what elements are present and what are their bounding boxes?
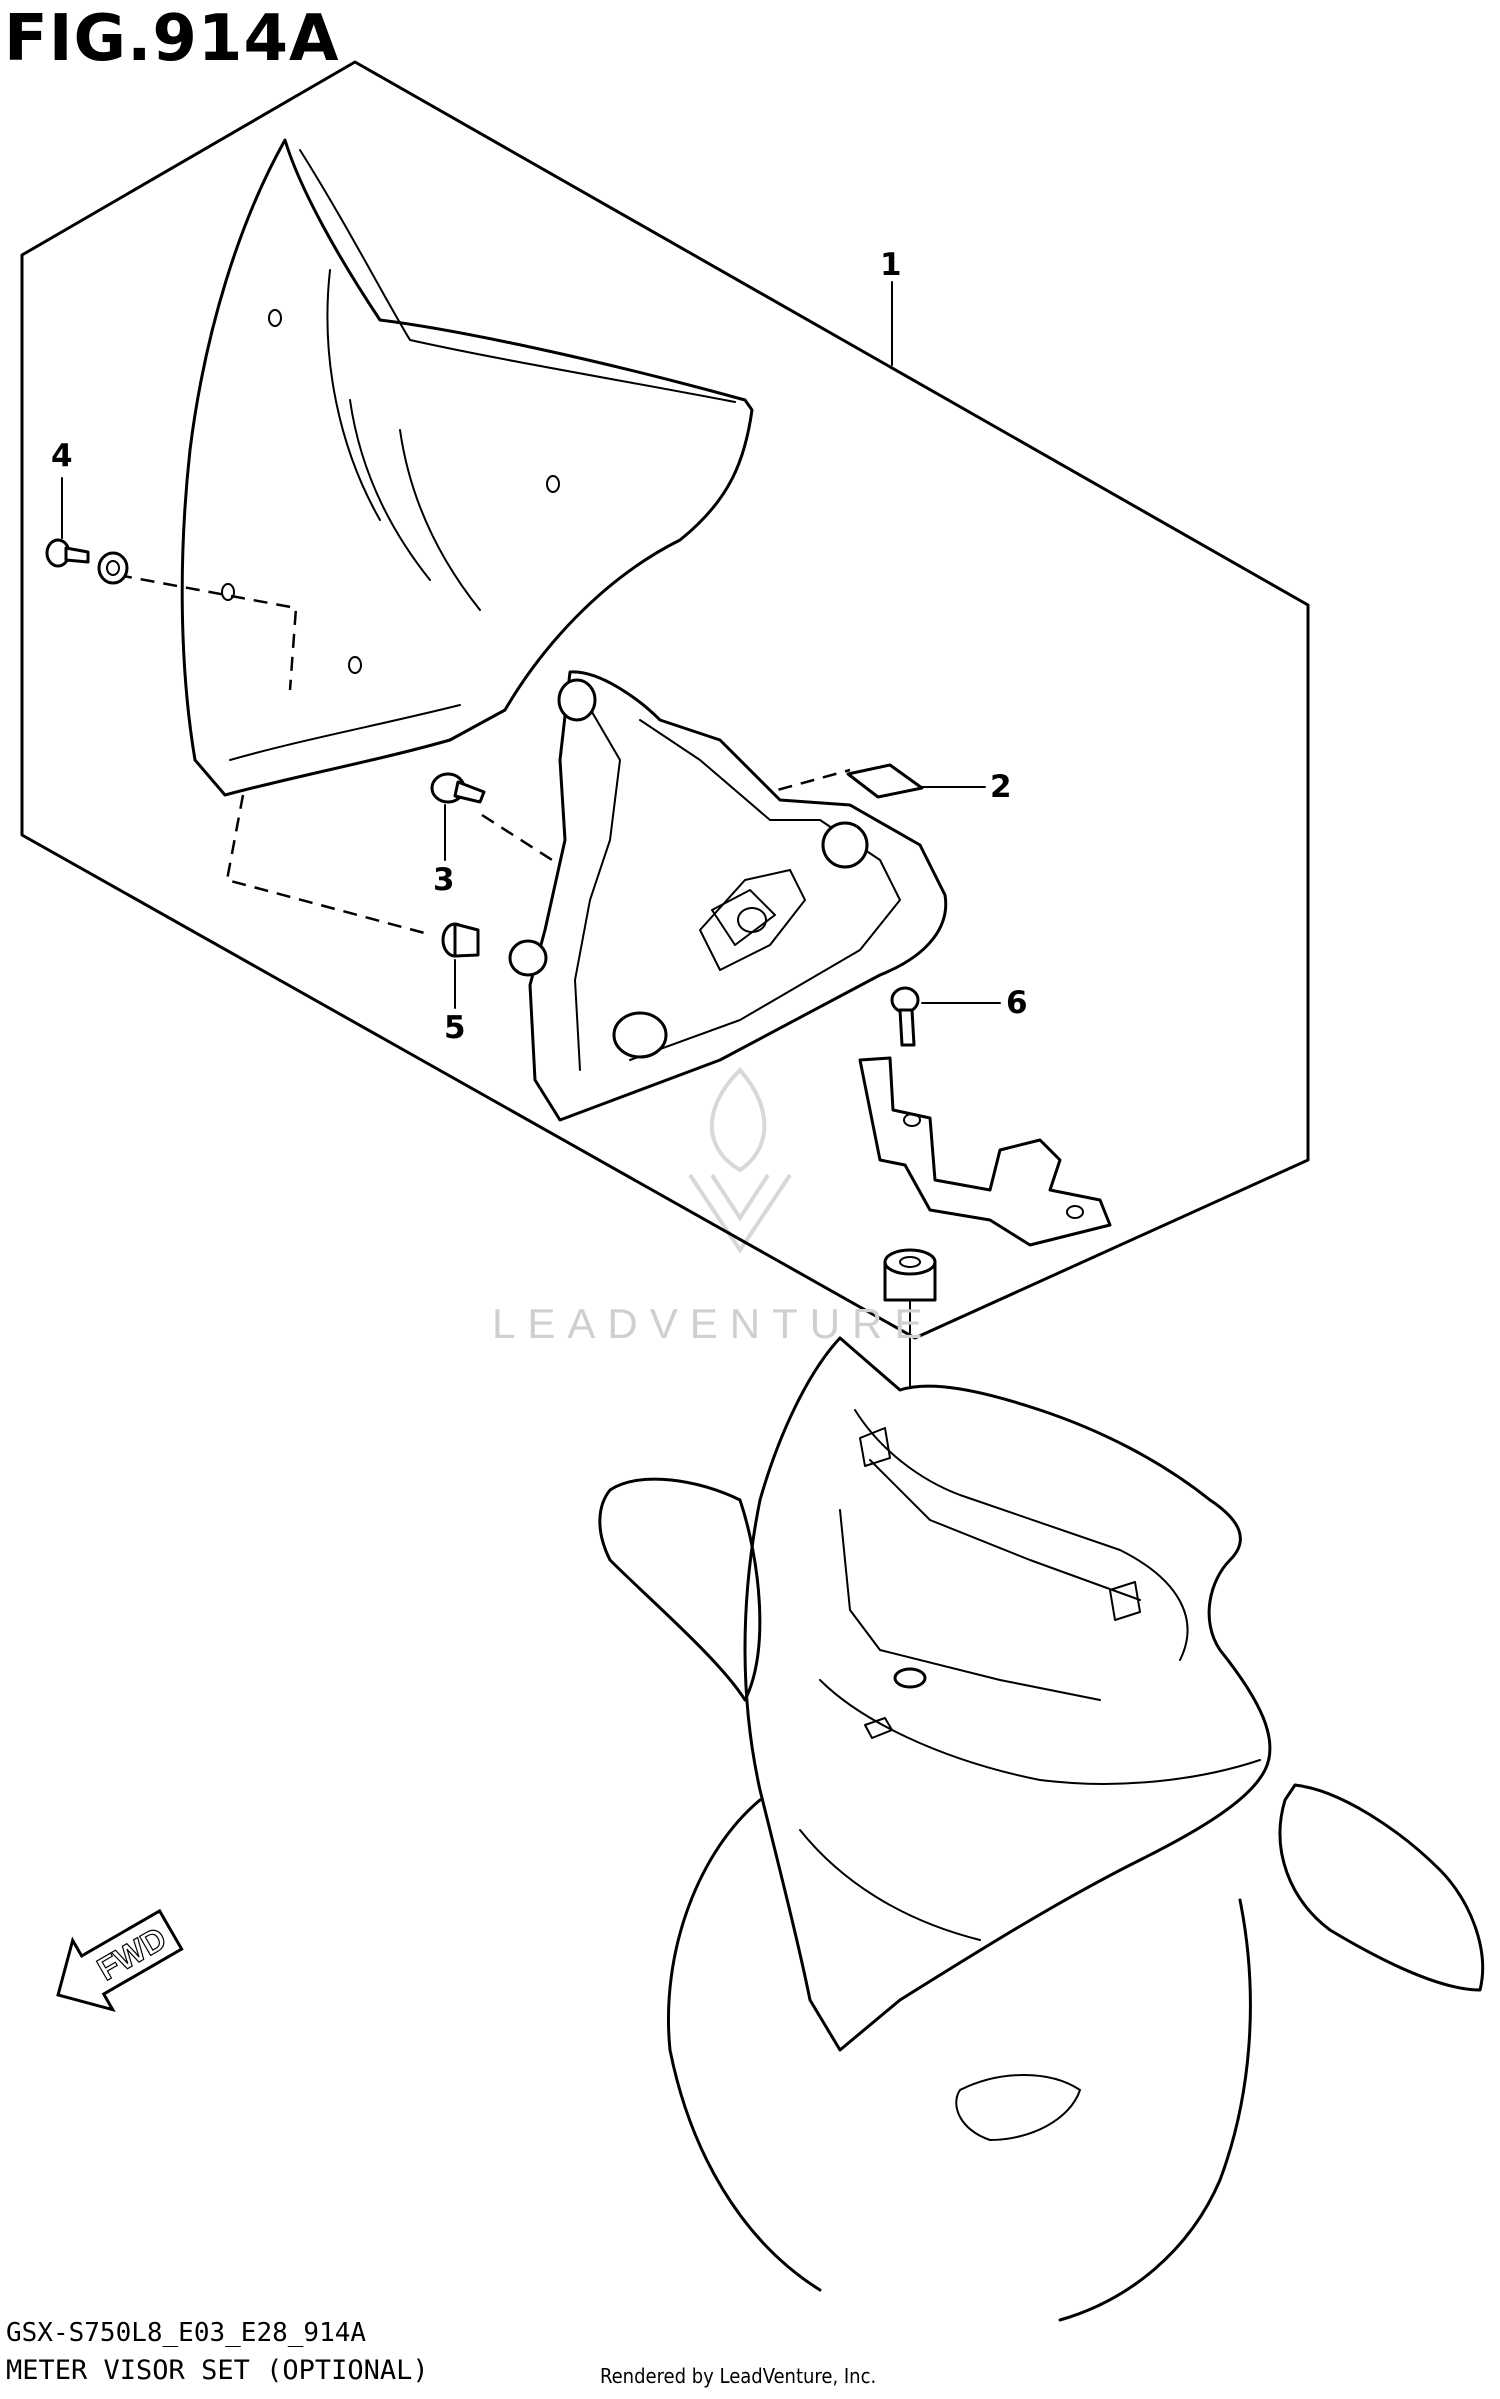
bolt-part-6 [890,986,1001,1047]
forward-arrow-icon [56,1908,184,2013]
screw-part-4 [45,477,129,585]
render-credit: Rendered by LeadVenture, Inc. [600,2364,877,2388]
watermark-logo [688,1067,792,1254]
grommet [883,1248,937,1302]
diagram-caption: METER VISOR SET (OPTIONAL) [6,2355,429,2386]
stay-bracket [858,1056,1112,1247]
dash-guide-5 [225,794,433,937]
dash-guide-4 [117,573,298,691]
screw-part-3 [430,772,486,861]
pad-part-2 [846,763,924,799]
callout-6: 6 [1006,985,1028,1021]
callout-3: 3 [433,862,455,898]
figure-title: FIG.914A [4,2,340,76]
callout-5: 5 [444,1010,466,1046]
windscreen [180,138,754,797]
fwd-badge: FWD [56,1908,184,2013]
visor-bracket [508,670,948,1122]
callout-2: 2 [990,769,1012,805]
callout-1: 1 [880,247,902,283]
front-cowl [598,1336,1485,2322]
watermark-text: LEADVENTURE [492,1300,935,1347]
kit-boundary [20,60,1310,1340]
collar-part-5 [441,922,480,1009]
diagram-code: GSX-S750L8_E03_E28_914A [6,2318,367,2348]
callout-4: 4 [51,438,73,474]
